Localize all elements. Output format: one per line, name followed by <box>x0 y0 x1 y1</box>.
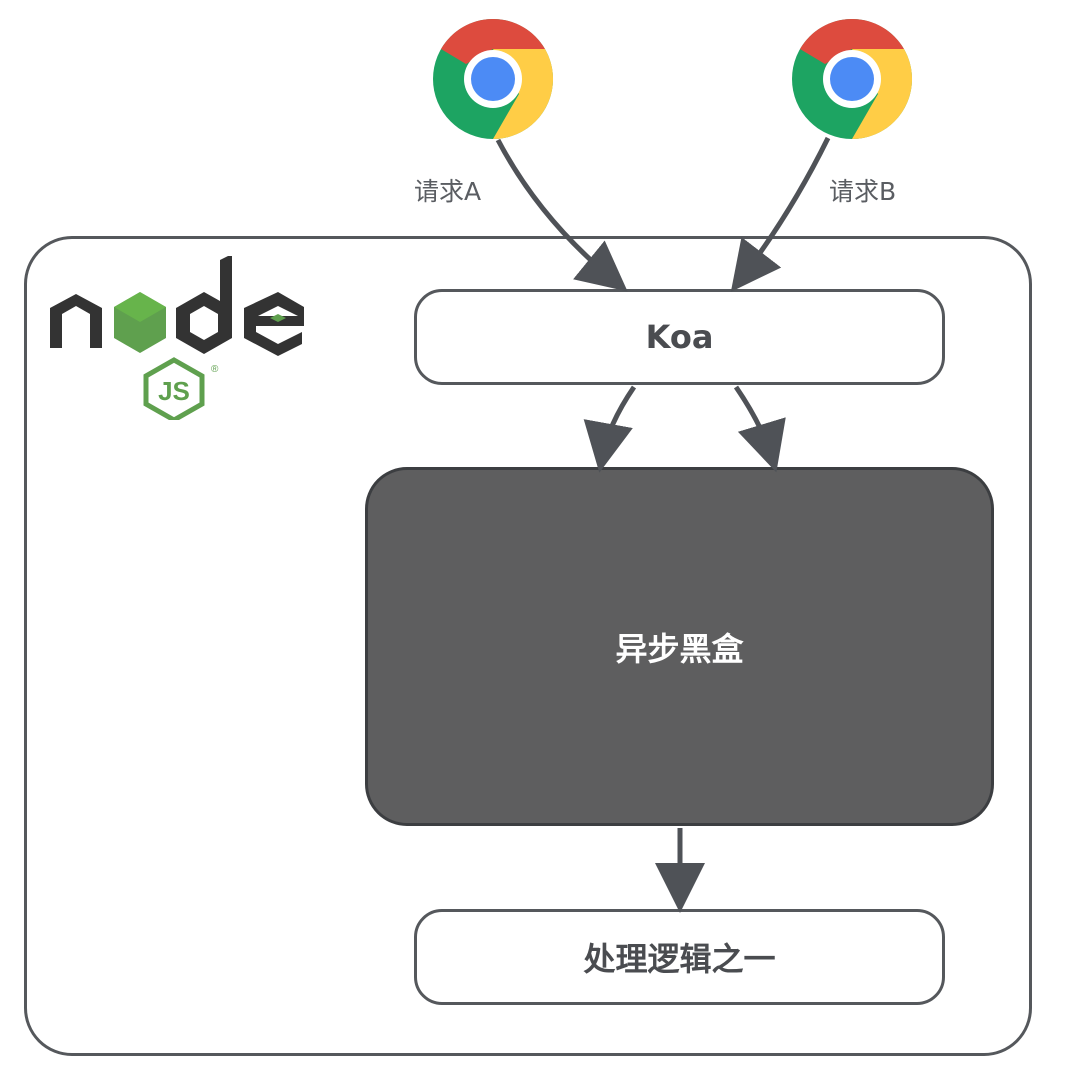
arrow-koa-to-blackbox-left <box>583 385 637 473</box>
arrow-koa-to-blackbox-right <box>733 385 786 473</box>
chrome-icon <box>433 18 554 140</box>
chrome-icon <box>792 18 913 140</box>
nodejs-logo: JS ® <box>50 256 304 420</box>
arrow-request-a-to-koa <box>495 138 628 292</box>
logo-letter-d <box>176 256 232 354</box>
koa-box: Koa <box>414 289 945 385</box>
arrow-request-b-to-koa <box>730 136 831 292</box>
request-b-label: 请求B <box>829 177 897 206</box>
async-black-box: 异步黑盒 <box>365 467 994 826</box>
logo-js-hexagon <box>143 357 205 420</box>
logo-letter-e <box>244 292 304 356</box>
svg-text:®: ® <box>211 364 219 375</box>
logic-label: 处理逻辑之一 <box>583 940 776 978</box>
svg-text:JS: JS <box>158 376 190 406</box>
request-a-label: 请求A <box>414 177 482 206</box>
logo-letter-n <box>50 294 102 348</box>
nodejs-process-container <box>24 236 1032 1056</box>
koa-label: Koa <box>645 318 714 356</box>
async-black-box-label: 异步黑盒 <box>615 629 744 668</box>
